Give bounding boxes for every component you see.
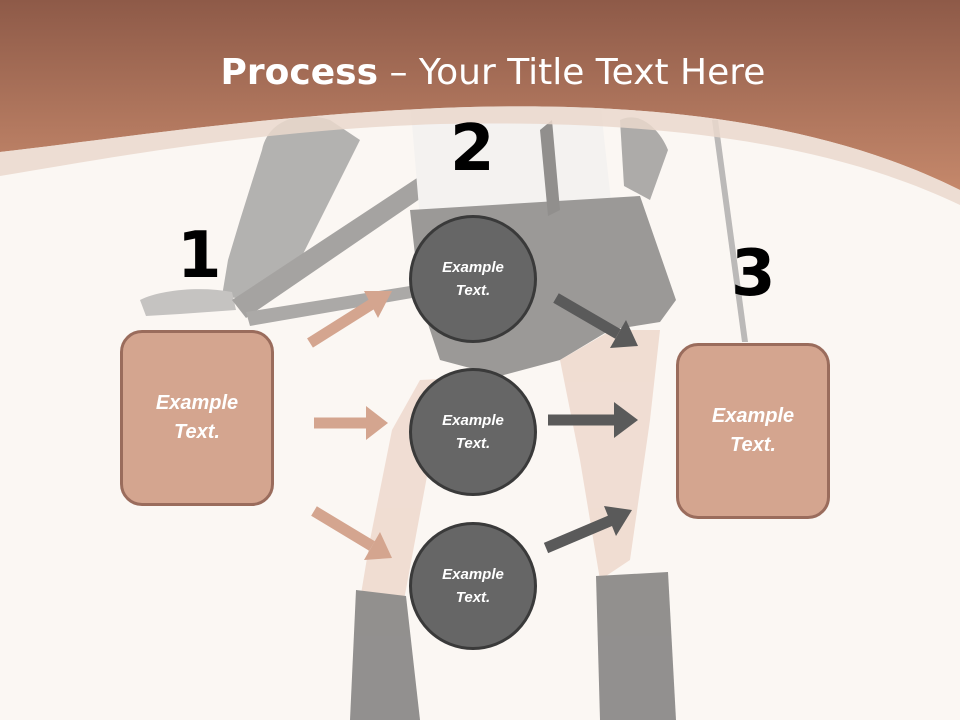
arrow-left-middle — [314, 406, 388, 440]
circle-middle-text: Example Text. — [442, 412, 504, 452]
right-text-box: Example Text. — [676, 343, 830, 519]
circle-top-text: Example Text. — [442, 259, 504, 299]
circle-bottom-text: Example Text. — [442, 566, 504, 606]
header-band — [0, 0, 960, 190]
left-text-box: Example Text. — [120, 330, 274, 506]
step-number-1: 1 — [177, 219, 222, 293]
step-number-2: 2 — [450, 112, 495, 186]
arrow-left-top — [307, 291, 392, 348]
right-box-text: Example Text. — [711, 405, 795, 456]
arrow-right-top — [553, 293, 638, 348]
title-rest: – Your Title Text Here — [378, 52, 766, 93]
arrow-left-bottom — [311, 506, 392, 560]
circle-middle: Example Text. — [409, 368, 537, 496]
step-number-3: 3 — [731, 237, 776, 311]
arrow-right-bottom — [543, 506, 632, 554]
header-swoosh — [0, 106, 960, 205]
slide-title: Process – Your Title Text Here — [0, 52, 960, 93]
title-bold: Process — [220, 52, 379, 93]
arrow-right-middle — [548, 402, 638, 438]
circle-top: Example Text. — [409, 215, 537, 343]
left-box-text: Example Text. — [155, 392, 239, 443]
circle-bottom: Example Text. — [409, 522, 537, 650]
